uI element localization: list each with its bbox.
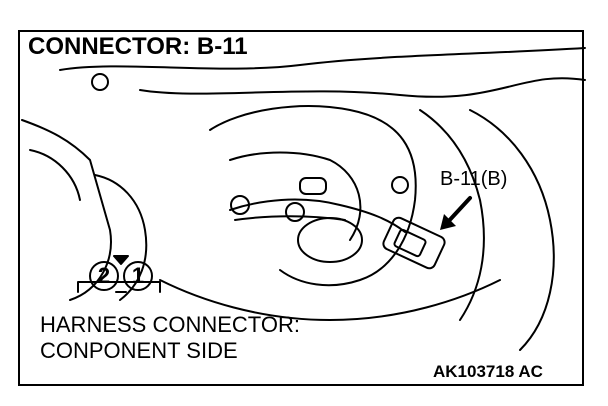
- diagram-title: CONNECTOR: B-11: [28, 33, 248, 60]
- left-block: [21, 119, 112, 301]
- harness-connector-symbol: [77, 255, 161, 293]
- connector-b11: [382, 216, 446, 270]
- bolt-top-left: [91, 73, 109, 91]
- wire-1: [229, 198, 406, 233]
- harness-label-line-1: HARNESS CONNECTOR:: [40, 312, 300, 337]
- callout-arrow: [440, 196, 472, 230]
- right-pipe-2: [469, 109, 555, 351]
- left-pipe: [94, 174, 148, 301]
- harness-connector-label: HARNESS CONNECTOR: CONPONENT SIDE: [40, 312, 300, 364]
- hood-line-2: [139, 77, 586, 98]
- center-port: [297, 217, 363, 263]
- harness-label-line-2: CONPONENT SIDE: [40, 338, 238, 363]
- engine-lines: [21, 47, 586, 351]
- bolt-right: [391, 176, 409, 194]
- connector-callout-label: B-11(B): [440, 168, 508, 190]
- bolt-center-2: [285, 202, 305, 222]
- pin-number-2: 2: [97, 263, 111, 288]
- pin-number-1: 1: [131, 263, 145, 288]
- lower-body: [159, 279, 501, 321]
- wire-2: [234, 215, 346, 221]
- bolt-center-1: [230, 195, 250, 215]
- clip: [299, 177, 327, 195]
- left-block-2: [29, 149, 81, 201]
- center-housing-2: [229, 151, 362, 241]
- pin-circle-2: [89, 261, 119, 291]
- center-housing: [209, 105, 417, 287]
- figure-code: AK103718 AC: [433, 362, 543, 381]
- hood-line: [59, 47, 586, 71]
- pin-circle-1: [123, 261, 153, 291]
